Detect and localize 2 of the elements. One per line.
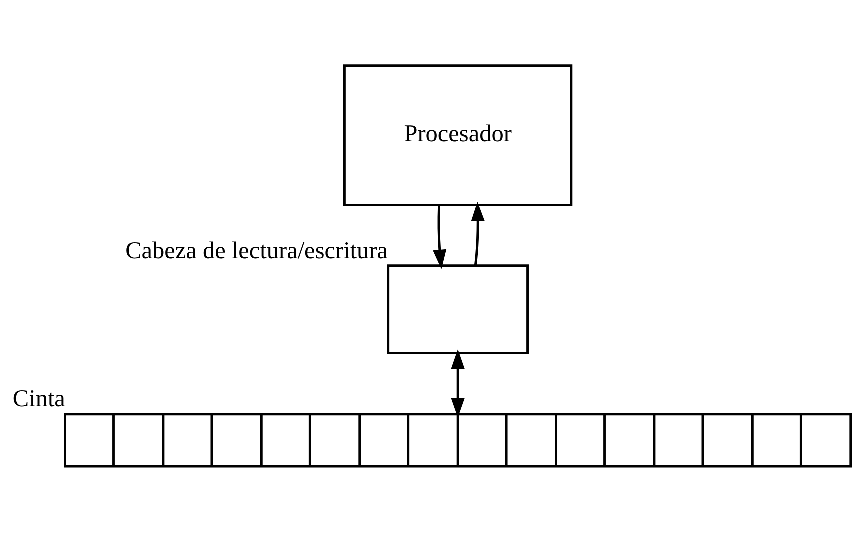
node-label: Cabeza de lectura/escritura (126, 238, 388, 265)
node-label: Cinta (12, 386, 66, 413)
